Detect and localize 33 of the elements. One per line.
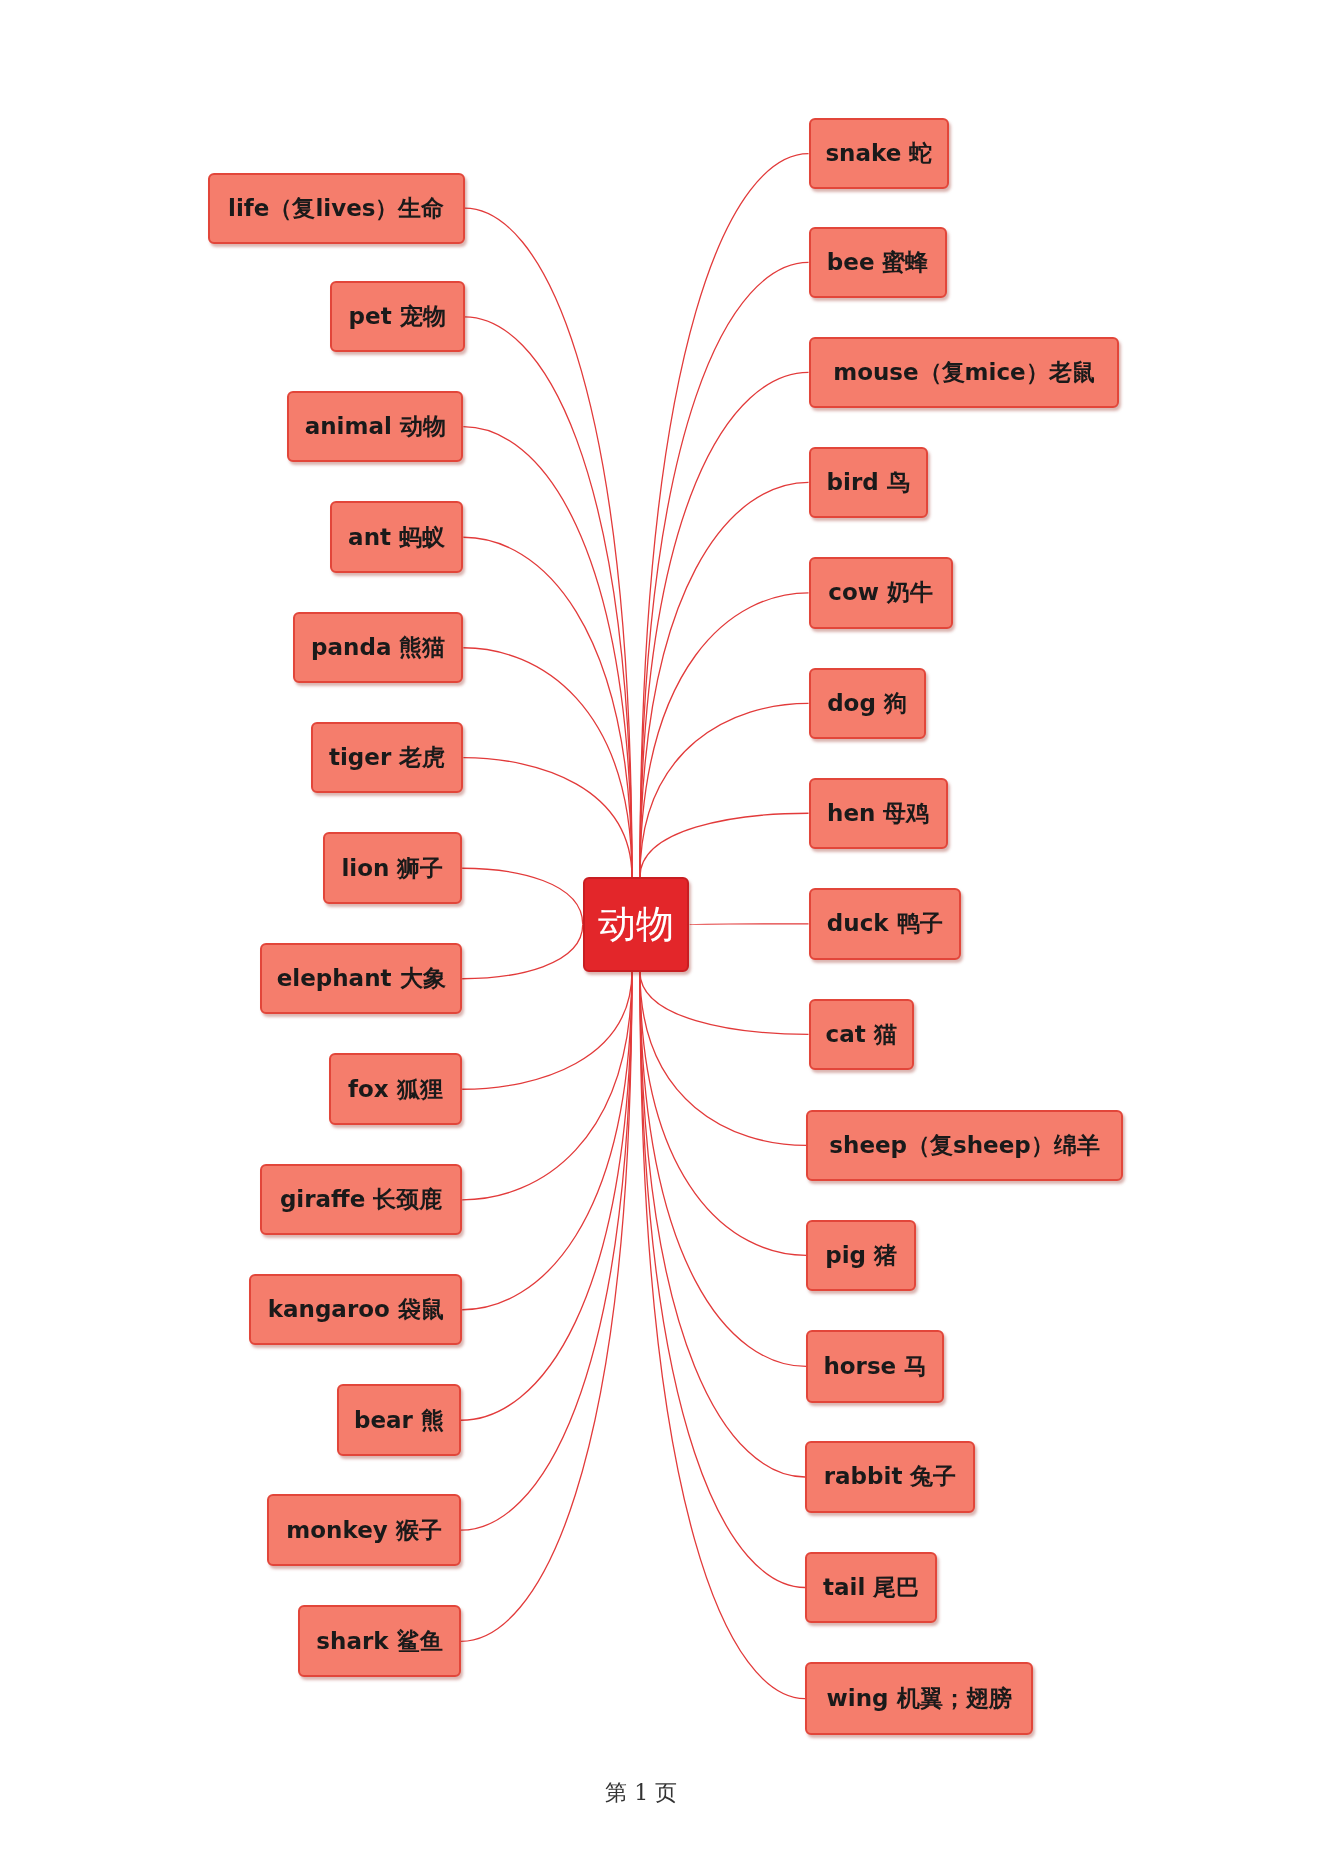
word-box: monkey 猴子	[267, 1494, 461, 1567]
word-box: fox 狐狸	[328, 1053, 463, 1126]
word-box: duck 鸭子	[808, 887, 961, 960]
word-box: hen 母鸡	[808, 777, 948, 849]
word-box: wing 机翼；翅膀	[805, 1661, 1034, 1736]
word-box: pet 宠物	[329, 281, 465, 353]
word-box: lion 狮子	[322, 832, 463, 905]
word-box: snake 蛇	[808, 118, 950, 190]
page-number: 第 1 页	[605, 1778, 678, 1807]
connector-line	[688, 923, 810, 925]
word-box: cow 奶牛	[808, 556, 953, 629]
word-box: bird 鸟	[808, 446, 928, 518]
word-box: mouse（复mice）老鼠	[808, 336, 1120, 408]
word-box: horse 马	[806, 1329, 945, 1404]
word-box: shark 鲨鱼	[297, 1605, 461, 1678]
topic-box: 动物	[582, 877, 690, 972]
word-box: bear 熊	[336, 1384, 461, 1457]
word-box: ant 蚂蚁	[329, 501, 464, 574]
word-box: kangaroo 袋鼠	[249, 1274, 463, 1346]
word-box: tail 尾巴	[805, 1552, 938, 1623]
word-box: giraffe 长颈鹿	[260, 1164, 463, 1236]
word-box: life（复lives）生命	[208, 172, 465, 244]
word-box: dog 狗	[808, 667, 926, 739]
word-box: bee 蜜蜂	[808, 226, 947, 298]
word-box: rabbit 兔子	[805, 1440, 976, 1513]
connector-line	[462, 757, 633, 878]
word-box: cat 猫	[808, 998, 914, 1070]
word-box: elephant 大象	[260, 943, 463, 1015]
word-box: tiger 老虎	[310, 722, 464, 794]
word-box: sheep（复sheep）绵羊	[806, 1109, 1123, 1181]
word-box: panda 熊猫	[293, 612, 464, 684]
word-box: pig 猪	[806, 1219, 917, 1291]
word-box: animal 动物	[287, 391, 464, 463]
